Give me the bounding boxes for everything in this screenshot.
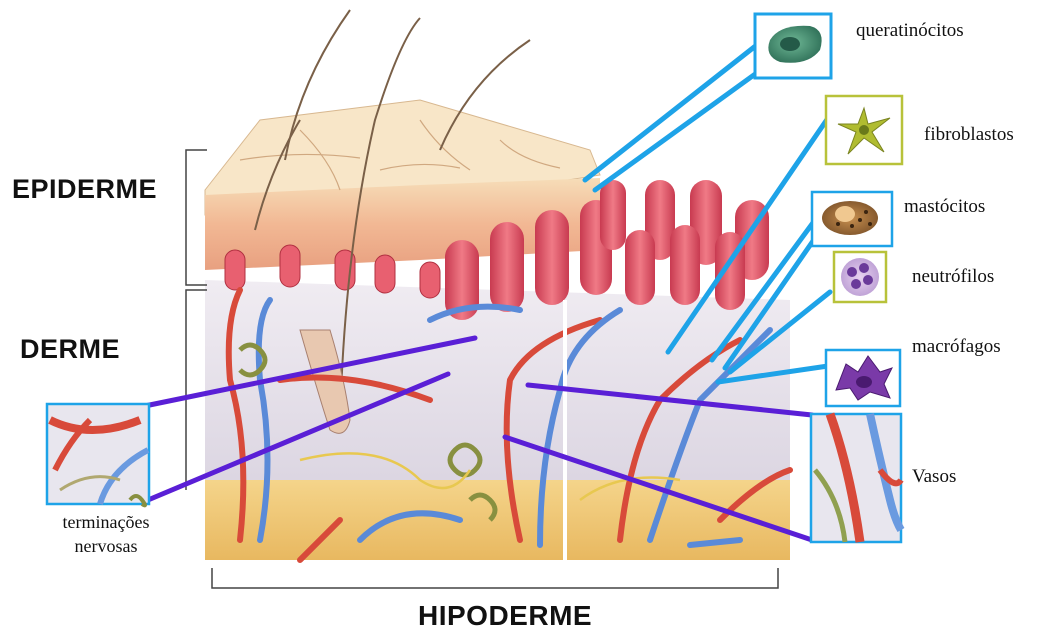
mastocitos-inset [812, 192, 892, 246]
hipoderme-bracket [212, 568, 778, 588]
terminacoes-line: terminações [36, 510, 176, 534]
macrofagos-label: macrófagos [912, 336, 1001, 358]
derme-bracket [186, 290, 207, 490]
epiderme-label: EPIDERME [12, 174, 157, 205]
terminacoes-nervosas-label: terminações nervosas [36, 510, 176, 558]
queratinocitos-label: queratinócitos [856, 20, 964, 42]
nervosas-line: nervosas [36, 534, 176, 558]
mastocitos-label: mastócitos [904, 196, 985, 218]
neutrofilos-inset [834, 252, 886, 302]
hipoderme-label: HIPODERME [418, 600, 592, 632]
fibroblastos-label: fibroblastos [924, 124, 1014, 146]
epiderme-bracket [186, 150, 207, 285]
fibroblastos-inset [826, 96, 902, 164]
terminacoes-nervosas-inset [47, 404, 149, 505]
skin-block [205, 10, 790, 560]
derme-label: DERME [20, 334, 120, 365]
neutrofilos-label: neutrófilos [912, 266, 994, 288]
macrofagos-inset [826, 350, 900, 406]
vasos-label: Vasos [912, 466, 956, 488]
queratinocitos-inset [755, 14, 831, 78]
vasos-inset [811, 414, 901, 542]
